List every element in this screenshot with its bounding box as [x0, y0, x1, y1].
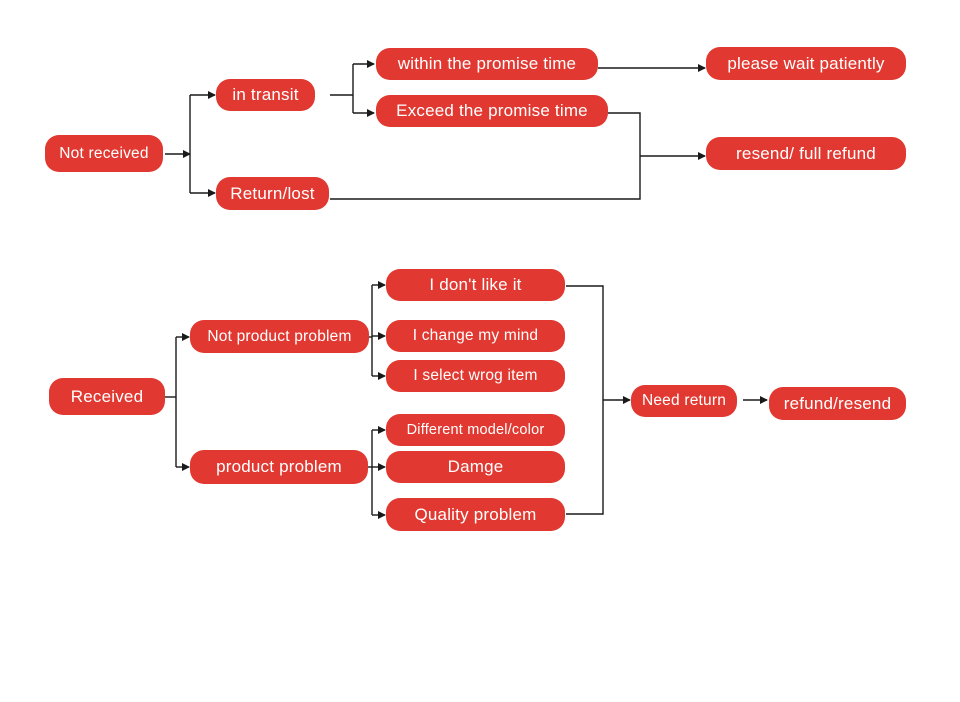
- node-resend-full-refund: resend/ full refund: [706, 137, 906, 170]
- node-refund-resend: refund/resend: [769, 387, 906, 420]
- node-need-return: Need return: [631, 385, 737, 417]
- node-return-lost: Return/lost: [216, 177, 329, 210]
- node-received: Received: [49, 378, 165, 415]
- node-select-wrong-item: I select wrog item: [386, 360, 565, 392]
- node-please-wait: please wait patiently: [706, 47, 906, 80]
- node-not-received: Not received: [45, 135, 163, 172]
- node-in-transit: in transit: [216, 79, 315, 111]
- node-damage: Damge: [386, 451, 565, 483]
- node-dont-like-it: I don't like it: [386, 269, 565, 301]
- node-different-model-color: Different model/color: [386, 414, 565, 446]
- node-change-my-mind: I change my mind: [386, 320, 565, 352]
- node-quality-problem: Quality problem: [386, 498, 565, 531]
- node-not-product-problem: Not product problem: [190, 320, 369, 353]
- connector-merge-bracket: [566, 285, 604, 515]
- node-within-promise-time: within the promise time: [376, 48, 598, 80]
- node-product-problem: product problem: [190, 450, 368, 484]
- node-exceed-promise-time: Exceed the promise time: [376, 95, 608, 127]
